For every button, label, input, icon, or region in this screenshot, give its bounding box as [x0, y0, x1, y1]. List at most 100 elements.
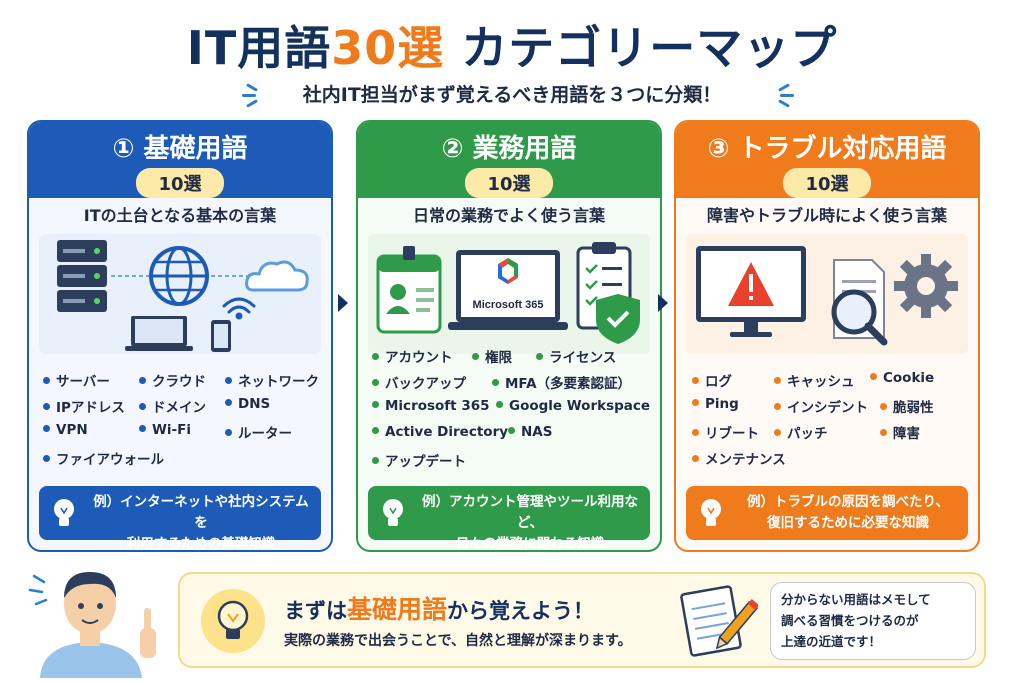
term-item: ライセンス	[536, 346, 616, 366]
card-title: ③ トラブル対応用語	[707, 134, 947, 164]
category-card-basic: ① 基礎用語 10選 ITの土台となる基本の言葉	[27, 120, 333, 552]
wifi-icon	[222, 297, 256, 320]
example-line2: 利用するための基礎知識	[126, 536, 276, 552]
term-item: クラウド	[139, 370, 206, 390]
gear-icon	[894, 254, 958, 318]
card-header: ② 業務用語 10選	[358, 122, 660, 198]
monitor-icon	[448, 250, 568, 330]
term-item: IPアドレス	[43, 396, 125, 416]
term-item: サーバー	[43, 370, 110, 390]
term-row: アップデート	[372, 450, 654, 476]
illustration-basic	[39, 234, 321, 354]
warning-monitor-icon	[696, 246, 806, 337]
term-item: キャッシュ	[774, 370, 855, 390]
term-item: パッチ	[774, 422, 828, 442]
term-item: アカウント	[372, 346, 453, 366]
laptop-icon	[125, 316, 193, 351]
lightbulb-icon	[54, 499, 74, 526]
server-icon	[57, 240, 107, 312]
term-row: IPアドレス ドメイン DNS	[43, 396, 325, 422]
term-item: アップデート	[372, 450, 466, 470]
bubble-line2: 調べる習慣をつけるのが	[781, 613, 919, 628]
term-item: インシデント	[774, 396, 868, 416]
count-badge: 10選	[136, 168, 224, 198]
arrow-right-icon	[658, 294, 668, 312]
term-row: Ping インシデント 脆弱性	[692, 396, 974, 422]
term-row: サーバー クラウド ネットワーク	[43, 370, 325, 396]
term-row: VPN Wi-Fi ルーター	[43, 422, 325, 448]
card-description: ITの土台となる基本の言葉	[83, 206, 277, 225]
smartphone-icon	[211, 320, 231, 352]
category-card-trouble: ③ トラブル対応用語 10選 障害やトラブル時によく使う言葉	[674, 120, 980, 552]
notebook-pencil-icon	[680, 585, 758, 657]
term-item: 権限	[472, 346, 512, 366]
term-item: MFA（多要素認証）	[492, 372, 631, 392]
page-title: IT用語30選 カテゴリーマップ	[0, 12, 1024, 76]
sparkle-left-icon	[242, 83, 264, 108]
title-suffix: カテゴリーマップ	[444, 21, 838, 75]
term-item: VPN	[43, 422, 88, 438]
bubble-line3: 上達の近道です！	[781, 634, 882, 649]
example-line1: 例）インターネットや社内システムを	[93, 494, 309, 531]
example-line1: 例）トラブルの原因を調べたり、	[747, 494, 949, 510]
illustration-business: Microsoft 365	[368, 234, 650, 354]
lightbulb-icon	[383, 499, 403, 526]
cloud-icon	[245, 260, 309, 292]
term-item: Microsoft 365	[372, 398, 490, 414]
term-item: メンテナンス	[692, 448, 786, 468]
example-line2: 復旧するために必要な知識	[767, 515, 929, 531]
term-item: 脆弱性	[880, 396, 934, 416]
term-row: ファイアウォール	[43, 448, 325, 474]
term-item: バックアップ	[372, 372, 466, 392]
title-number: 30選	[331, 21, 445, 75]
term-list-trouble: ログ キャッシュ Cookie Ping インシデント 脆弱性 リブート パッチ…	[692, 370, 974, 474]
page-subtitle: 社内IT担当がまず覚えるべき用語を３つに分類！	[302, 84, 722, 106]
magnifier-icon	[831, 289, 888, 346]
example-line1: 例）アカウント管理やツール利用など、	[422, 494, 638, 531]
term-item: Google Workspace	[496, 398, 650, 414]
card-title: ① 基礎用語	[112, 134, 248, 164]
shield-check-icon	[596, 294, 640, 344]
lightbulb-icon	[701, 499, 721, 526]
term-item: ファイアウォール	[43, 448, 164, 468]
term-list-basic: サーバー クラウド ネットワーク IPアドレス ドメイン DNS VPN Wi-…	[43, 370, 325, 474]
card-description: 日常の業務でよく使う言葉	[412, 206, 605, 225]
term-row: Active Directory NAS	[372, 424, 654, 450]
count-badge: 10選	[465, 168, 553, 198]
term-item: ネットワーク	[225, 370, 319, 390]
term-row: ログ キャッシュ Cookie	[692, 370, 974, 396]
term-item: ルーター	[225, 422, 292, 442]
title-prefix: IT用語	[186, 21, 332, 75]
card-header: ③ トラブル対応用語 10選	[676, 122, 978, 198]
term-item: ログ	[692, 370, 732, 390]
term-row: Microsoft 365 Google Workspace	[372, 398, 654, 424]
illustration-trouble	[686, 234, 968, 354]
arrow-right-icon	[338, 294, 348, 312]
term-row: メンテナンス	[692, 448, 974, 474]
example-box: 例）アカウント管理やツール利用など、 日々の業務に関わる知識	[368, 486, 650, 550]
term-item: 障害	[880, 422, 920, 442]
term-item: Active Directory	[372, 424, 508, 440]
term-item: Ping	[692, 396, 739, 412]
term-list-business: アカウント 権限 ライセンス バックアップ MFA（多要素認証） Microso…	[372, 346, 654, 476]
app-label: Microsoft 365	[473, 299, 544, 311]
count-badge: 10選	[783, 168, 871, 198]
term-row: アカウント 権限 ライセンス	[372, 346, 654, 372]
example-box: 例）インターネットや社内システムを 利用するための基礎知識	[39, 486, 321, 550]
tip-panel: まずは基礎用語から覚えよう！ 実際の業務で出会うことで、自然と理解が深まります。…	[178, 572, 986, 668]
sparkle-right-icon	[772, 83, 794, 108]
id-card-icon	[376, 246, 442, 334]
term-item: DNS	[225, 396, 270, 412]
term-row: リブート パッチ 障害	[692, 422, 974, 448]
card-description: 障害やトラブル時によく使う言葉	[706, 206, 947, 225]
tip-subtext: 実際の業務で出会うことで、自然と理解が深まります。	[284, 633, 632, 649]
lightbulb-icon	[201, 589, 265, 653]
example-box: 例）トラブルの原因を調べたり、 復旧するために必要な知識	[686, 486, 968, 540]
bubble-line1: 分からない用語はメモして	[781, 592, 931, 607]
card-title: ② 業務用語	[441, 134, 577, 164]
term-item: NAS	[508, 424, 552, 440]
term-item: Cookie	[870, 370, 934, 386]
person-pointing-icon	[28, 572, 156, 678]
example-line2: 日々の業務に関わる知識	[455, 536, 605, 552]
tip-headline: まずは基礎用語から覚えよう！	[284, 595, 595, 624]
